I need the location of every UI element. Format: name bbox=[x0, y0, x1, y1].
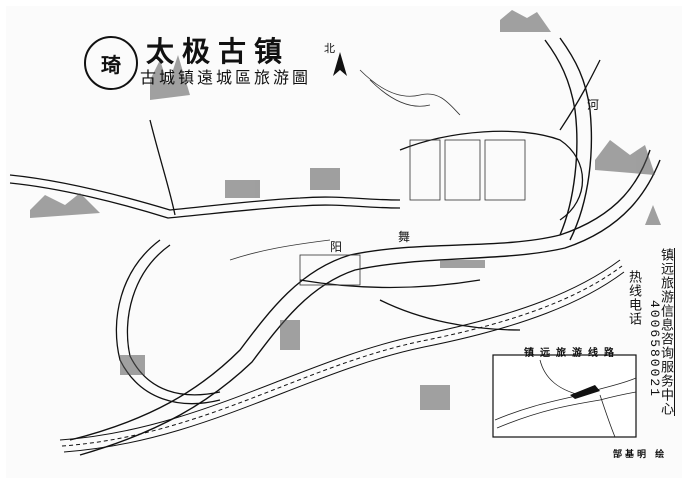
inset-route-map bbox=[492, 354, 637, 438]
map-subtitle: 古城镇遠城區旅游圖 bbox=[140, 68, 312, 87]
road-east bbox=[559, 59, 601, 131]
info-center-name: 镇远旅游信息咨询服务中心 bbox=[658, 248, 675, 416]
road-north bbox=[149, 119, 176, 216]
hotline-number: 4006580021 bbox=[647, 300, 662, 399]
north-label: 北 bbox=[324, 42, 335, 55]
street-grid bbox=[229, 69, 526, 286]
landmark-sketches bbox=[30, 10, 661, 410]
river-label-wu: 舞 bbox=[398, 230, 411, 244]
north-arrow-icon bbox=[333, 52, 347, 76]
road-south-2 bbox=[379, 299, 521, 331]
railway bbox=[59, 259, 625, 453]
road-south bbox=[299, 279, 481, 289]
road-west bbox=[9, 174, 401, 211]
road-ring bbox=[115, 239, 221, 405]
road-west-2 bbox=[9, 182, 401, 219]
map-title: 太极古镇 bbox=[146, 35, 291, 68]
river-label-yang: 阳 bbox=[330, 240, 343, 254]
logo: 琦 bbox=[84, 36, 138, 90]
river-label-he: 河 bbox=[587, 98, 600, 112]
road-old-town bbox=[399, 130, 583, 221]
inset-title: 镇远旅游线路 bbox=[524, 348, 620, 359]
hotline-label: 热线电话 bbox=[626, 270, 641, 326]
signature: 郜基明 绘 bbox=[613, 450, 668, 460]
